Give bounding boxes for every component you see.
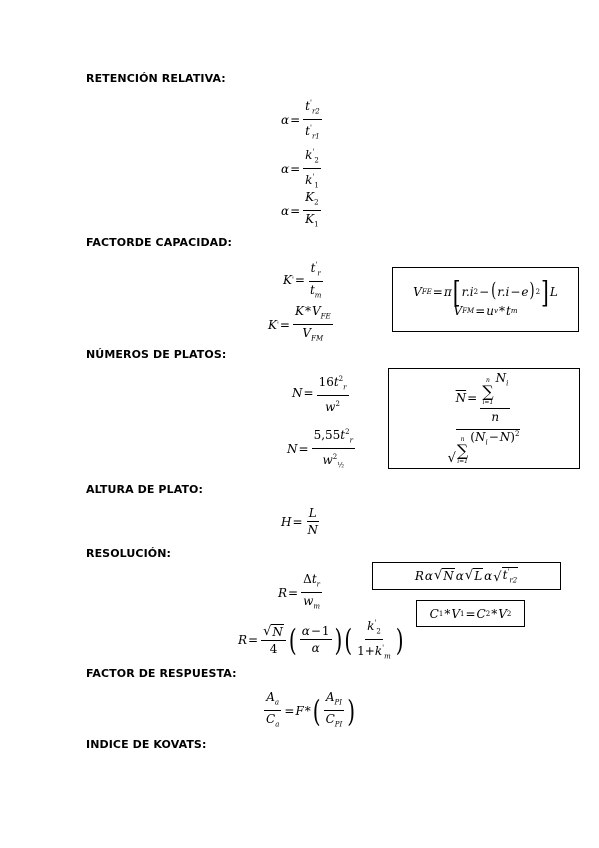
heading-numeros-platos: NÚMEROS DE PLATOS:: [86, 348, 227, 361]
heading-factor-respuesta: FACTOR DE RESPUESTA:: [86, 667, 237, 680]
equation-sigma: √n∑i=1(Ni−N)2: [447, 428, 521, 466]
heading-factor-capacidad: FACTORDE CAPACIDAD:: [86, 236, 233, 249]
heading-resolucion: RESOLUCIÓN:: [86, 547, 172, 560]
heading-retencion-relativa: RETENCIÓN RELATIVA:: [86, 72, 226, 85]
heading-altura-plato: ALTURA DE PLATO:: [86, 483, 204, 496]
heading-indice-kovats: INDICE DE KOVATS:: [86, 738, 207, 751]
